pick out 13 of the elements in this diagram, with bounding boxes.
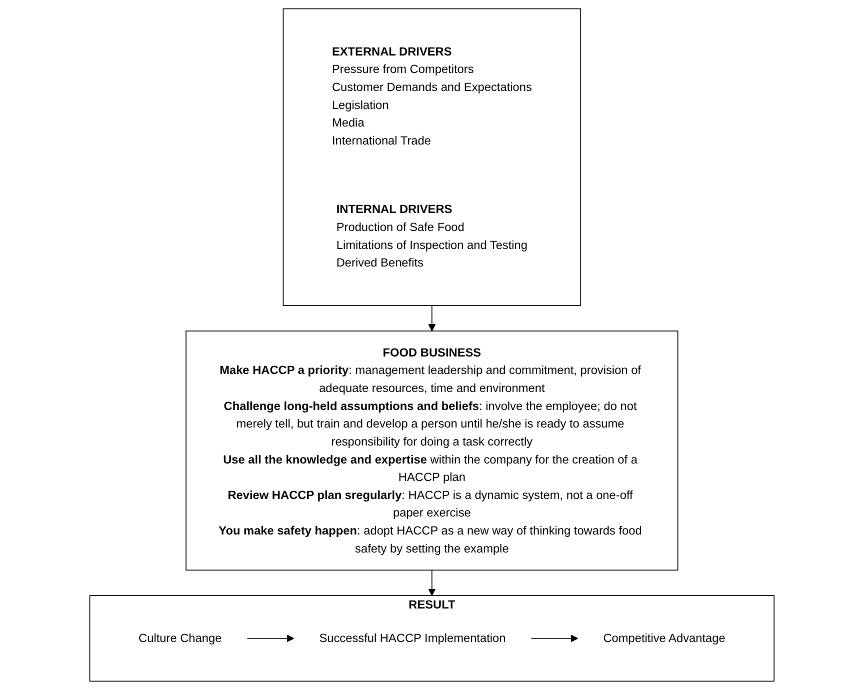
node-text: Culture Change (138, 631, 222, 645)
arrow (246, 634, 294, 642)
node-text: Competitive Advantage (603, 631, 726, 645)
cluster (89, 595, 775, 682)
cluster (282, 8, 582, 306)
node-text: INTERNAL DRIVERS Production of Safe Food Limitations of Inspection and Testing Derived Benefits (336, 202, 528, 270)
node-box (186, 330, 678, 571)
arrow (428, 570, 436, 596)
flowchart-drawing: RESULT Culture Change Successful HACCP Implementation Competitive Advantage EXTERNAL DRIVERS Pressure from Competitors Customer Demands and Expectations Legislation Media International Trade INTERNAL DRIVERS Production of Safe Food Limitations of Inspection and Testing Derived Benefits FOOD BUSINESS Make HACCP a priority: management leadership and commitment, provision of adequate resources, time and environment Challenge long-held assumptions and beliefs: involve the employee; do not merely tell, but train and develop a person until he/she is ready to assume responsibility for doing a task correctly Use all the knowledge and expertise within the company for the creation of a HACCP plan Review HACCP plan sregularly: HACCP is a dynamic system, not a one-off paper exercise You make safety happen: adopt HACCP as a new way of thinking towards food safety by setting the example (83, 2, 781, 688)
node-text: EXTERNAL DRIVERS Pressure from Competitors Customer Demands and Expectations Legislation Media International Trade (332, 44, 532, 147)
arrow (530, 634, 578, 642)
arrow (428, 305, 436, 332)
node-text: Successful HACCP Implementation (319, 631, 506, 645)
